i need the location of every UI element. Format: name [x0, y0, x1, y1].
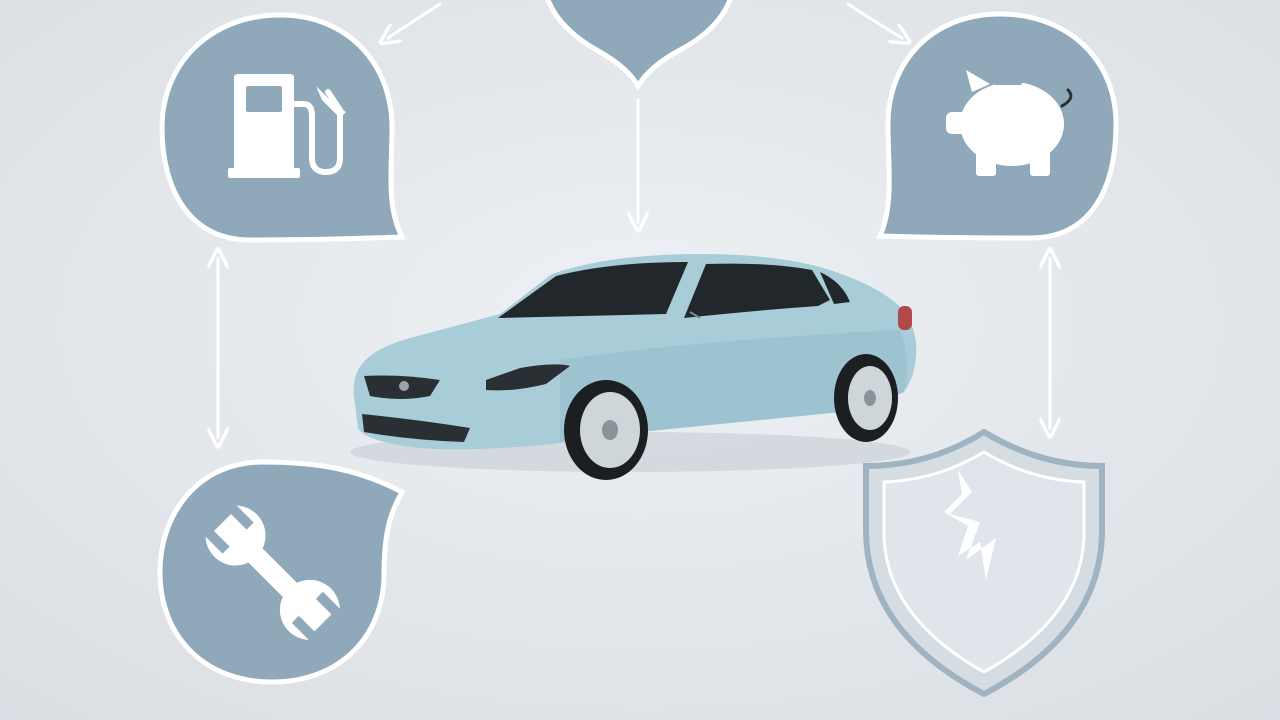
headlight: [486, 364, 570, 391]
savings-bubble: [876, 11, 1119, 241]
lower-intake: [362, 414, 470, 442]
fuel-bubble: [159, 12, 406, 243]
broken-shield-icon: [944, 470, 996, 580]
maintenance-bubble: [157, 459, 406, 685]
car-sedan: [350, 254, 917, 480]
fuel-pump-icon: [228, 74, 346, 178]
piggy-bank-icon: [946, 70, 1073, 176]
rear-wheel: [834, 354, 898, 442]
arrow-top-left: [388, 2, 442, 38]
wrench-icon: [205, 505, 340, 640]
front-wheel: [564, 380, 648, 480]
arrow-top-right: [846, 2, 902, 38]
top-heart-bubble: [545, 0, 733, 91]
connector-arrows: [218, 2, 1050, 438]
insurance-shield: [863, 428, 1105, 698]
